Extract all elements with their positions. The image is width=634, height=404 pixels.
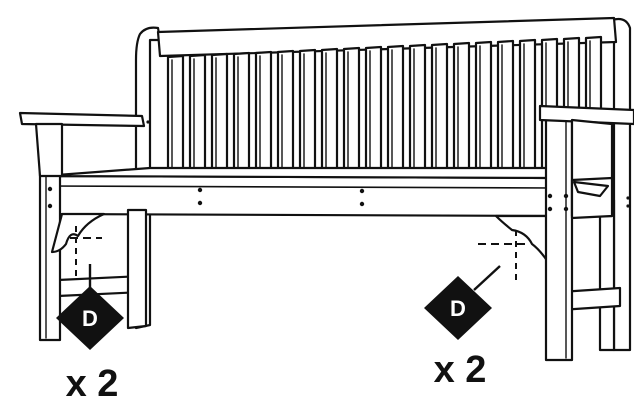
callout-letter: D <box>82 306 98 331</box>
back-slat <box>188 53 207 182</box>
callout-diamond <box>424 276 492 340</box>
callout-letter: D <box>450 296 466 321</box>
right-arm-block <box>572 180 610 198</box>
right-front-leg <box>544 116 574 362</box>
left-inner-leg <box>126 208 148 330</box>
back-slat <box>518 38 537 182</box>
part-callout-left: D x 2 <box>56 286 124 404</box>
back-slat <box>210 52 229 182</box>
slat-edges <box>171 40 591 179</box>
left-armrest <box>18 111 146 128</box>
right-armrest <box>538 104 634 126</box>
back-slats <box>166 35 603 182</box>
top-rail <box>156 16 618 58</box>
back-slat <box>276 49 295 182</box>
back-slat <box>166 54 185 182</box>
back-slat <box>452 41 471 182</box>
back-slat <box>408 43 427 182</box>
back-slat <box>232 51 251 182</box>
part-callout-right: D x 2 <box>424 276 492 391</box>
callout-diamond <box>56 286 124 350</box>
back-slat <box>386 44 405 182</box>
callout-quantity: x 2 <box>434 349 487 391</box>
back-slat <box>254 50 273 182</box>
back-slat <box>430 42 449 182</box>
fastener-dots <box>47 120 630 212</box>
left-arm-support <box>34 122 64 178</box>
callout-quantity: x 2 <box>66 363 119 404</box>
back-slat <box>320 47 339 182</box>
right-leader-line <box>473 265 501 291</box>
back-slat <box>474 40 493 182</box>
back-slat <box>298 48 317 182</box>
back-slat <box>342 46 361 182</box>
left-corner-bracket <box>50 212 106 254</box>
right-corner-bracket <box>494 214 550 264</box>
back-slat <box>496 39 515 182</box>
seat-top-edge <box>43 185 555 189</box>
right-rear-post <box>610 17 632 352</box>
screw-guides <box>70 226 530 284</box>
leader-lines <box>88 264 501 296</box>
seat-rear-edge <box>42 166 556 180</box>
back-slat <box>364 45 383 182</box>
seat-front-rail <box>42 174 558 218</box>
right-rear-leg <box>598 198 616 352</box>
